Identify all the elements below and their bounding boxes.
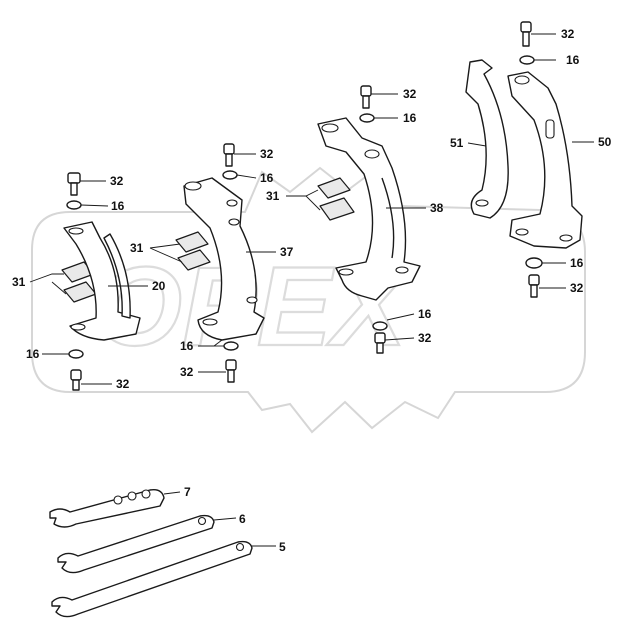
shim-left-top-b	[177, 249, 211, 271]
shim-left-top-a	[175, 231, 209, 253]
callout-16-top-right: 16	[566, 53, 580, 67]
bracket-20	[63, 221, 141, 341]
watermark-gear-outline	[31, 164, 586, 434]
callout-32-bottom-left: 32	[116, 377, 130, 391]
callout-32-upper-mid: 32	[403, 87, 417, 101]
bolt-lower-mid	[374, 332, 386, 354]
callout-16-upper-mid: 16	[403, 111, 417, 125]
link-6	[57, 514, 215, 574]
fasteners	[66, 21, 543, 391]
callout-31-left: 31	[12, 275, 26, 289]
link-7	[49, 488, 165, 528]
shim-left-b	[63, 281, 97, 303]
bolt-right-lower	[528, 274, 540, 298]
callout-6: 6	[239, 512, 246, 526]
washer-top-right	[519, 55, 535, 65]
bolt-left	[67, 172, 81, 196]
callout-50: 50	[598, 135, 612, 149]
bracket-37	[183, 177, 265, 341]
callout-37: 37	[280, 245, 294, 259]
washer-mid	[222, 170, 238, 180]
callout-31-mid: 31	[266, 189, 280, 203]
callout-16-lower-left: 16	[180, 339, 194, 353]
shim-mid-b	[319, 197, 355, 221]
callout-7: 7	[184, 485, 191, 499]
shim-mid-a	[317, 177, 351, 199]
callout-38: 38	[430, 201, 444, 215]
callout-32-mid: 32	[260, 147, 274, 161]
callout-16-lower-mid: 16	[418, 307, 432, 321]
bolt-lower-left	[225, 359, 237, 383]
callout-32-right: 32	[570, 281, 584, 295]
link-5	[51, 540, 253, 618]
callout-32-left: 32	[110, 174, 124, 188]
leader-lines	[29, 33, 594, 547]
callout-32-top-right: 32	[561, 27, 575, 41]
shim-plates	[61, 177, 355, 303]
bolt-mid	[223, 143, 235, 167]
callout-32-lower-mid: 32	[418, 331, 432, 345]
callout-5: 5	[279, 540, 286, 554]
callout-labels: 32 16 32 16 32 16 32 16 51 50 31 38 37 3…	[12, 27, 612, 554]
washer-left	[66, 200, 82, 210]
washer-lower-mid	[372, 321, 388, 331]
washer-lower-left	[223, 341, 239, 351]
steering-arm-50	[507, 71, 583, 249]
callout-20: 20	[152, 279, 166, 293]
bolt-upper-mid	[360, 85, 372, 109]
callout-16-left: 16	[111, 199, 125, 213]
steering-arm-51	[465, 59, 509, 219]
callout-31-left-top: 31	[130, 241, 144, 255]
washer-bottom-left	[68, 349, 84, 359]
callout-32-lower-left: 32	[180, 365, 194, 379]
knuckle-38	[317, 117, 421, 301]
washer-upper-mid	[359, 113, 375, 123]
washer-right-lower	[525, 257, 543, 269]
callout-51: 51	[450, 136, 464, 150]
bolt-top-right	[520, 21, 532, 47]
callout-16-right: 16	[570, 256, 584, 270]
bolt-bottom-left	[70, 369, 82, 391]
callout-16-bottom-left: 16	[26, 347, 40, 361]
callout-16-mid: 16	[260, 171, 274, 185]
